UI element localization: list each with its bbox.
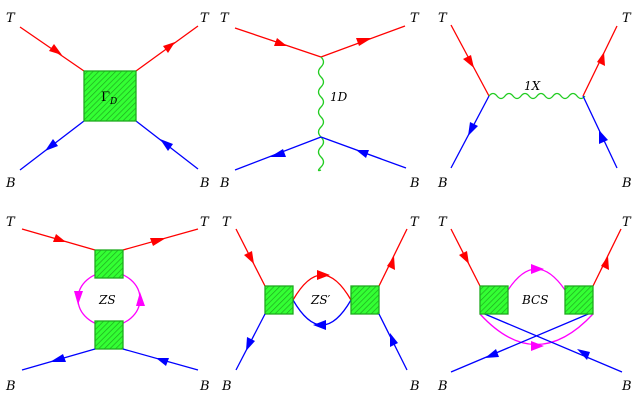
label-T: T: [222, 215, 232, 230]
label-T: T: [438, 11, 448, 26]
bcs-cross-line: [450, 311, 594, 373]
arrow-head: [597, 52, 605, 66]
label-B: B: [437, 379, 448, 394]
arrow-head: [244, 251, 254, 264]
label-1d: 1D: [330, 90, 348, 104]
label-B: B: [221, 379, 232, 394]
arrow-head: [150, 238, 166, 246]
wavy-propagator: [317, 56, 325, 172]
label-T: T: [200, 215, 210, 230]
label-B: B: [437, 176, 448, 191]
arrow-head: [156, 358, 169, 366]
gamma-vertex-box: [83, 70, 137, 122]
arrow-head: [317, 270, 330, 280]
label-B: B: [621, 379, 632, 394]
arrow-head: [163, 42, 175, 53]
arrow-head: [270, 149, 286, 157]
bcs-right-box: [564, 285, 594, 315]
label-T: T: [220, 11, 230, 26]
panel-zs-prime: ZS′ T T B B: [221, 215, 420, 394]
zs-prime-left-box: [264, 285, 294, 315]
label-B: B: [5, 379, 16, 394]
panel-1d-exchange: 1D T T B B: [219, 11, 420, 191]
label-B: B: [409, 379, 420, 394]
label-B: B: [199, 379, 210, 394]
arrow-head: [390, 333, 398, 347]
arrow-head: [50, 354, 66, 362]
panel-1x-exchange: 1X T T B B: [437, 11, 632, 191]
arrow-head: [246, 337, 255, 351]
arrow-head: [74, 291, 83, 305]
arrow-head: [531, 264, 544, 274]
label-1x: 1X: [524, 79, 541, 93]
label-zs-prime: ZS′: [310, 293, 331, 307]
arrow-head: [485, 349, 499, 358]
label-T: T: [622, 215, 632, 230]
arrow-head: [577, 349, 590, 360]
label-bcs: BCS: [521, 293, 548, 307]
label-B: B: [219, 176, 230, 191]
label-T: T: [410, 215, 420, 230]
arrow-head: [387, 256, 395, 270]
arrow-head: [274, 38, 287, 46]
label-B: B: [5, 176, 16, 191]
label-B: B: [621, 176, 632, 191]
panel-zs: ZS T T B B: [5, 215, 210, 394]
arrow-head: [313, 320, 326, 330]
arrow-head: [45, 139, 58, 151]
bcs-left-box: [479, 285, 509, 315]
zs-upper-box: [94, 249, 124, 279]
arrow-head: [531, 341, 544, 351]
zs-lower-box: [94, 320, 124, 350]
label-T: T: [200, 11, 210, 26]
arrow-head: [601, 256, 609, 270]
arrow-head: [468, 122, 478, 136]
panel-gamma-vertex: ΓD T T B B: [5, 11, 210, 191]
arrow-head: [459, 251, 469, 264]
arrow-head: [463, 55, 474, 68]
arrow-head: [356, 150, 369, 158]
panel-bcs: BCS T T B B: [437, 215, 632, 394]
zs-prime-right-box: [350, 285, 380, 315]
arrow-head: [53, 234, 66, 242]
arrow-head: [49, 44, 62, 55]
label-B: B: [199, 176, 210, 191]
label-T: T: [6, 11, 16, 26]
label-T: T: [438, 215, 448, 230]
bcs-top-arc: [507, 268, 566, 291]
label-T: T: [410, 11, 420, 26]
label-zs: ZS: [98, 293, 116, 307]
bcs-cross-line: [479, 311, 623, 373]
label-T: T: [6, 215, 16, 230]
gamma-label: ΓD: [101, 90, 117, 107]
arrow-head: [160, 139, 173, 151]
label-B: B: [409, 176, 420, 191]
arrow-head: [136, 292, 145, 306]
label-T: T: [622, 11, 632, 26]
arrow-head: [356, 38, 372, 46]
wavy-propagator: [488, 92, 586, 100]
arrow-head: [599, 130, 608, 144]
